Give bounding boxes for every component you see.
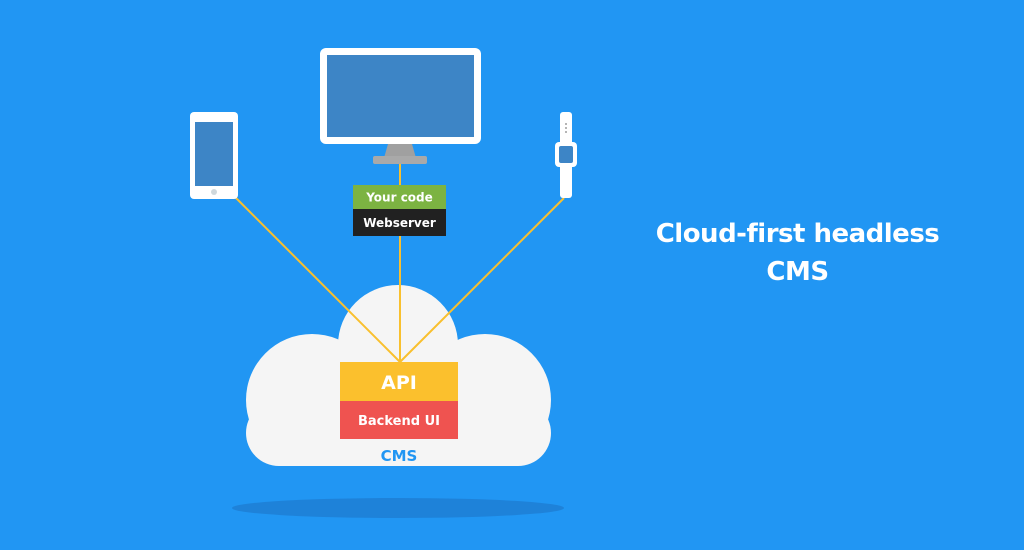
webserver-label: Webserver (363, 216, 436, 230)
cms-cloud-label: CMS (381, 447, 418, 465)
phone-connector (235, 197, 401, 363)
cms-stack: API Backend UI CMS (340, 362, 458, 465)
your-code-label: Your code (365, 191, 433, 205)
server-stack: Your code Webserver (353, 185, 446, 236)
api-block (340, 362, 458, 401)
phone-icon (190, 112, 238, 199)
cloud-shadow (232, 498, 564, 518)
backend-ui-label: Backend UI (358, 414, 440, 429)
smartwatch-icon (555, 112, 577, 198)
tagline-line-2: CMS (766, 257, 829, 287)
tagline-line-1: Cloud-first headless (655, 219, 940, 249)
backend-ui-block (340, 401, 458, 439)
your-code-block (353, 185, 446, 209)
watch-connector (399, 197, 565, 363)
desktop-monitor-icon (320, 48, 481, 164)
api-label: API (381, 372, 417, 394)
tagline: Cloud-first headless CMS (600, 215, 995, 291)
webserver-block (353, 209, 446, 236)
